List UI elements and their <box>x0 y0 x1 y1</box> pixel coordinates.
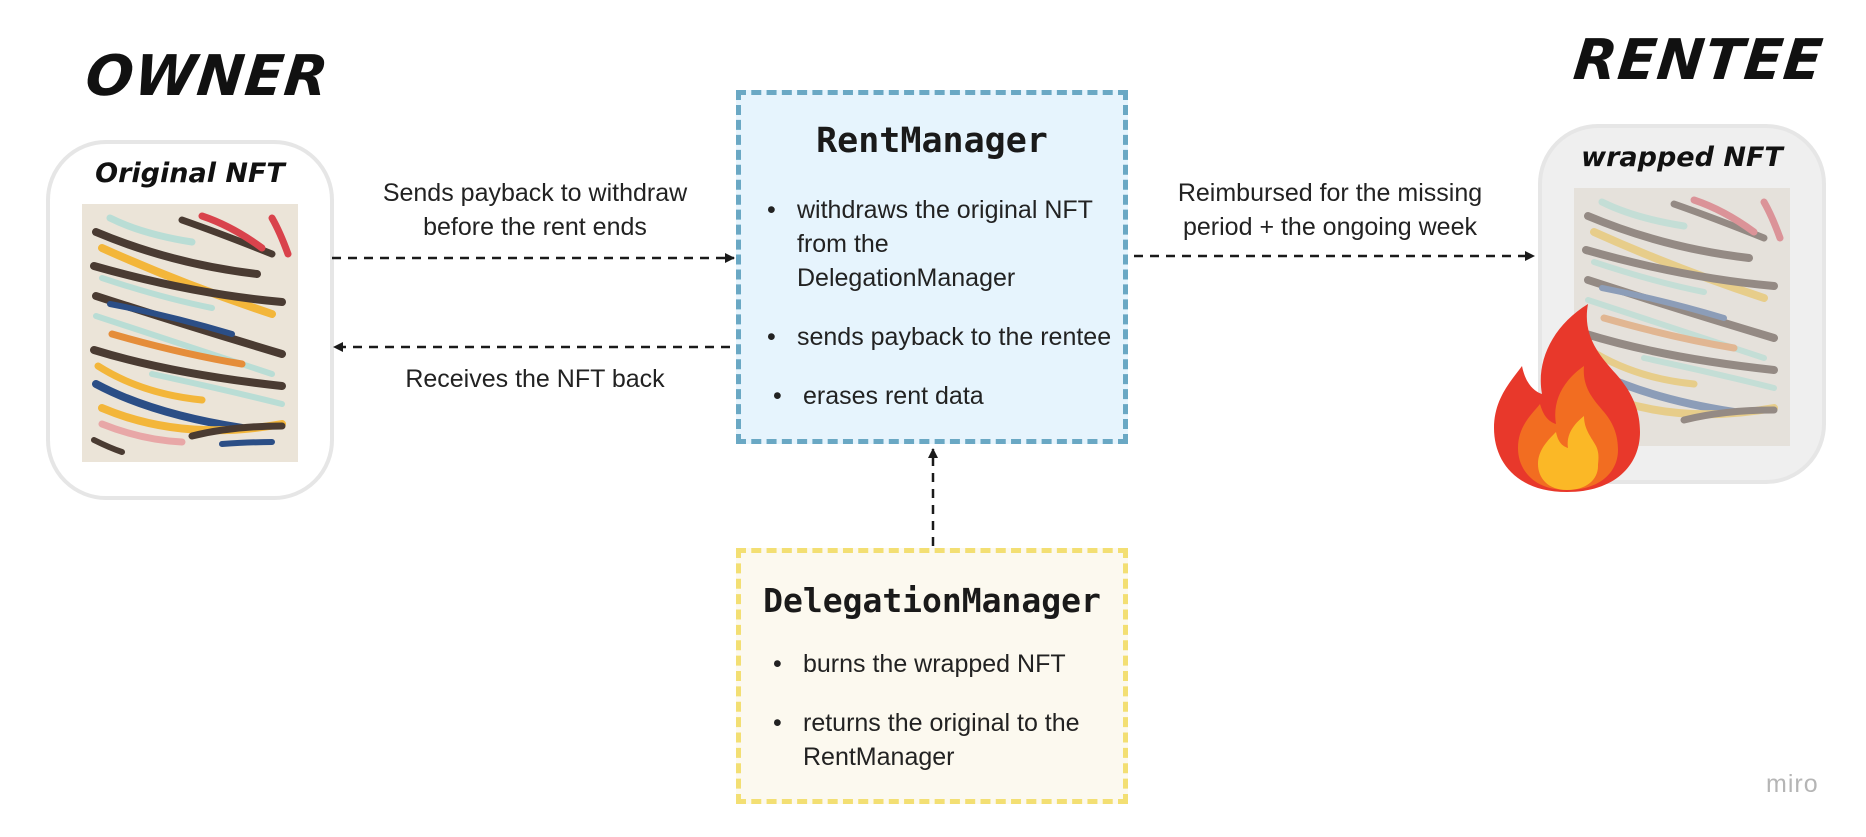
edge-label-rent-to-rentee: Reimbursed for the missing period + the … <box>1177 179 1483 241</box>
delegation-manager-box[interactable]: DelegationManager burns the wrapped NFT … <box>736 548 1128 804</box>
delegation-manager-title: DelegationManager <box>763 581 1101 620</box>
list-item: withdraws the original NFT from the Dele… <box>763 193 1113 295</box>
list-item: returns the original to the RentManager <box>769 706 1109 774</box>
edge-label-rent-to-owner: Receives the NFT back <box>405 365 665 393</box>
list-item: erases rent data <box>769 379 1113 413</box>
miro-watermark: miro <box>1766 770 1819 798</box>
rentee-heading: RENTEE <box>1570 28 1827 93</box>
rent-manager-title: RentManager <box>816 121 1048 161</box>
original-nft-artwork <box>82 204 298 462</box>
delegation-manager-list: burns the wrapped NFT returns the origin… <box>769 647 1109 799</box>
list-item: burns the wrapped NFT <box>769 647 1109 681</box>
edge-label-owner-to-rent: Sends payback to withdraw before the ren… <box>382 179 688 241</box>
original-nft-title: Original NFT <box>95 158 285 189</box>
rent-manager-box[interactable]: RentManager withdraws the original NFT f… <box>736 90 1128 444</box>
owner-heading: OWNER <box>82 44 333 109</box>
original-nft-card[interactable]: Original NFT <box>46 140 334 500</box>
rent-manager-list: withdraws the original NFT from the Dele… <box>763 193 1113 438</box>
wrapped-nft-title: wrapped NFT <box>1581 142 1783 173</box>
list-item: sends payback to the rentee <box>763 320 1113 354</box>
fire-icon <box>1494 304 1640 492</box>
